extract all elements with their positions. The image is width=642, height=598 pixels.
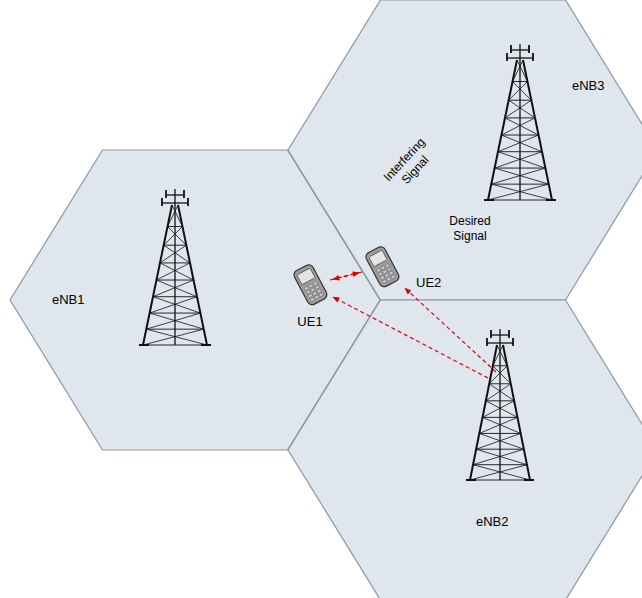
label-holder: Desired Signal [440,214,500,244]
user-equipment: UE2 [362,244,441,290]
phone-icon [362,244,402,290]
signal-label: Desired Signal [440,214,500,244]
cell-name: eNB2 [476,514,509,529]
cell-name: eNB3 [572,78,605,93]
label-holder: eNB1 [52,290,85,308]
cell-hexagon: eNB2 [288,300,642,598]
ue-name: UE1 [297,314,322,329]
hexagon-shape [288,0,642,300]
cell-name: eNB1 [52,292,85,307]
user-equipment: UE1 [290,262,330,329]
hexagon-outline [288,0,642,300]
label-holder: eNB2 [476,512,509,530]
ue-name: UE2 [416,275,441,290]
phone-icon [290,262,330,308]
hexagon-outline [288,300,642,598]
label-holder: eNB3 [572,76,605,94]
cell-hexagon: eNB3UE2 [288,0,642,300]
hexagon-shape [288,300,642,598]
